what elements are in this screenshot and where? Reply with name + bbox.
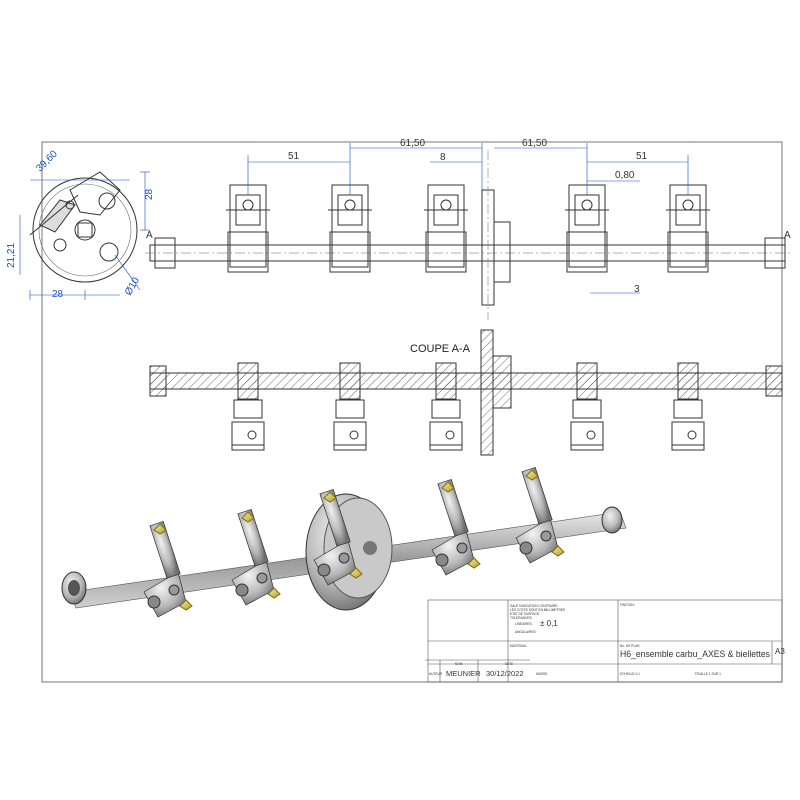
dim-spacing-mid-left: 61,50 xyxy=(400,138,425,149)
tolerance-note-2: LES COTES SONT EN MILLIMETRES xyxy=(510,608,565,612)
drawing-date: 30/12/2022 xyxy=(486,669,524,678)
iso-linkage-unit xyxy=(431,479,481,576)
section-linkage-blocks xyxy=(231,362,705,451)
drawing-number: H6_ensemble carbu_AXES & biellettes xyxy=(620,649,771,659)
section-title: COUPE A-A xyxy=(410,343,471,355)
section-block xyxy=(333,362,367,451)
sheet-format: A3 xyxy=(775,647,785,656)
dim-gap-small: 0,80 xyxy=(615,170,635,181)
sheet-label: FEUILLE 1 SUR 1 xyxy=(695,672,721,676)
drawing-no-label: No. DE PLAN xyxy=(620,644,640,648)
iso-linkage-unit xyxy=(515,467,565,564)
section-block xyxy=(429,362,463,451)
front-view: 51 61,50 8 61,50 51 0,80 3 A A xyxy=(145,138,791,320)
dim-center-gap: 8 xyxy=(440,152,446,163)
linkage-block xyxy=(666,184,710,273)
tolerance-note-3: ETAT DE SURFACE: xyxy=(510,612,540,616)
section-block xyxy=(671,362,705,451)
iso-linkage-unit xyxy=(313,489,363,586)
dim-side-d1: 39,60 xyxy=(34,148,60,174)
dim-side-d4: 28 xyxy=(52,289,64,300)
title-block-text: SAUF INDICATION CONTRAIRE: LES COTES SON… xyxy=(429,603,785,678)
title-block xyxy=(425,599,783,683)
tolerance-note-1: SAUF INDICATION CONTRAIRE: xyxy=(510,604,558,608)
linkage-block xyxy=(424,184,468,273)
side-view: 39,60 28 21,21 28 Ø10 xyxy=(6,148,155,300)
author-name: MEUNIER xyxy=(446,669,481,678)
dim-spacing-mid-right: 61,50 xyxy=(522,138,547,149)
dim-spacing-right: 51 xyxy=(636,151,648,162)
iso-linkage-unit xyxy=(143,521,193,618)
author-label: AUTEUR xyxy=(429,672,443,676)
linkage-block xyxy=(226,184,270,273)
section-block xyxy=(570,362,604,451)
iso-linkage-unit xyxy=(231,509,281,606)
section-mark-right: A xyxy=(784,230,791,241)
isometric-view xyxy=(61,467,627,618)
angular-label: ANGULAIRES: xyxy=(515,630,537,634)
linkage-block xyxy=(565,184,609,273)
dim-side-d5: Ø10 xyxy=(123,275,142,297)
name-label: NOM xyxy=(455,662,463,666)
section-mark-left: A xyxy=(146,230,153,241)
mass-label: MASSE: xyxy=(536,672,548,676)
tolerance-note-4: TOLERANCES: xyxy=(510,616,533,620)
material-label: MATERIAU: xyxy=(510,644,527,648)
date-label: DATE xyxy=(505,662,513,666)
dim-spacing-left: 51 xyxy=(288,151,300,162)
throttle-linkage-blocks xyxy=(226,184,710,273)
section-block xyxy=(231,362,265,451)
dim-side-d3: 21,21 xyxy=(6,243,17,268)
sheet-border xyxy=(41,141,783,683)
scale-label: ECHELLE:1:1 xyxy=(620,672,640,676)
section-view: COUPE A-A xyxy=(149,329,783,456)
dim-side-d2: 28 xyxy=(144,188,155,200)
dim-offset: 3 xyxy=(634,284,640,295)
linear-value: ± 0,1 xyxy=(540,619,558,628)
finish-label: FINITION: xyxy=(620,603,635,607)
linear-label: LINEAIRES : xyxy=(515,622,534,626)
isometric-linkage-units xyxy=(143,467,565,618)
linkage-block xyxy=(328,184,372,273)
